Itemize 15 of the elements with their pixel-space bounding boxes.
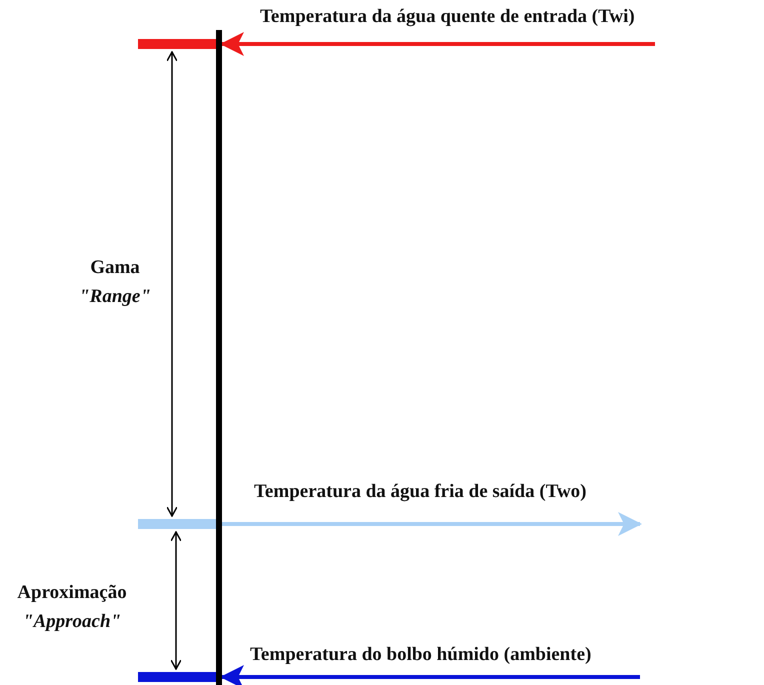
dimension-label: Gama	[90, 257, 140, 279]
level-bar	[138, 519, 216, 529]
level-bar	[138, 672, 216, 682]
arrow	[220, 32, 655, 56]
arrow	[222, 512, 642, 536]
level-bar	[138, 39, 216, 49]
edge-label: Temperatura da água fria de saída (Two)	[252, 481, 588, 503]
double-arrow	[166, 51, 178, 517]
dimension-label: Aproximação	[17, 582, 127, 604]
edge-label: Temperatura do bolbo húmido (ambiente)	[248, 644, 594, 666]
edge-label: Temperatura da água quente de entrada (Twi)	[258, 6, 637, 28]
dimension-label: "Range"	[79, 286, 151, 308]
dimension-label: "Approach"	[22, 611, 122, 633]
double-arrow	[170, 531, 182, 670]
arrow	[220, 665, 640, 685]
